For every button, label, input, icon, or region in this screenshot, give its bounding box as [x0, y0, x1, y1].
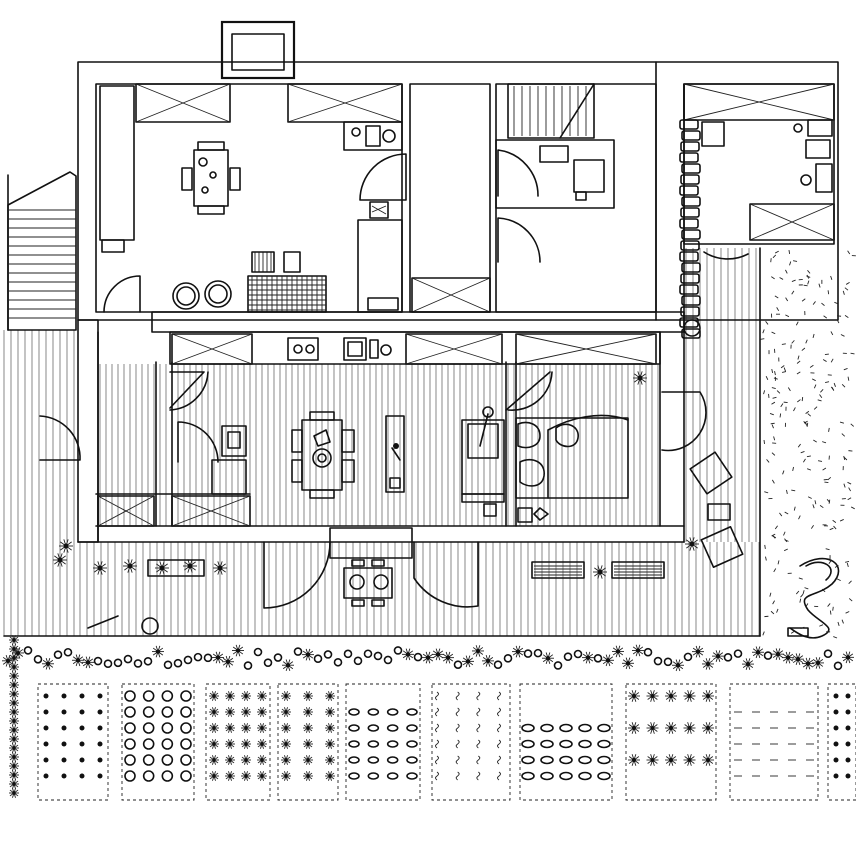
- stone-wall: [679, 119, 701, 339]
- sofa-icon: [461, 406, 505, 503]
- dining-table-icon: [291, 411, 355, 499]
- building-walls: [77, 61, 839, 321]
- staircase-icon: [507, 83, 595, 139]
- dining-table-icon: [181, 141, 241, 215]
- window-icon: [135, 83, 835, 313]
- rug: [247, 251, 327, 313]
- door-swing-icon: [39, 149, 749, 609]
- stool-icon: [172, 280, 232, 310]
- kitchen-counter: [169, 331, 661, 365]
- garden-hose-icon: [787, 557, 840, 639]
- kitchen-island: [385, 415, 405, 493]
- wardrobe: [99, 85, 135, 253]
- sink-icon: [701, 119, 833, 193]
- lounge-chair-icon: [329, 527, 413, 607]
- chimney-icon: [220, 20, 296, 80]
- shrub-icon: [53, 371, 699, 635]
- shrub-icon: [2, 644, 854, 672]
- toilet-icon: [211, 425, 247, 495]
- vegetable-row-icon: [9, 635, 856, 801]
- lounge-chair-icon: [689, 451, 744, 569]
- stove-icon: [287, 337, 319, 361]
- sink-icon: [343, 337, 392, 361]
- bench: [531, 561, 665, 579]
- bed-icon: [483, 414, 629, 523]
- bathtub-icon: [495, 139, 615, 209]
- lower-floor-walls: [77, 311, 685, 543]
- window-icon: [97, 495, 251, 527]
- grass-tuft-icon: [760, 249, 856, 639]
- exterior-staircase: [7, 171, 77, 331]
- kitchen-counter: [343, 121, 403, 313]
